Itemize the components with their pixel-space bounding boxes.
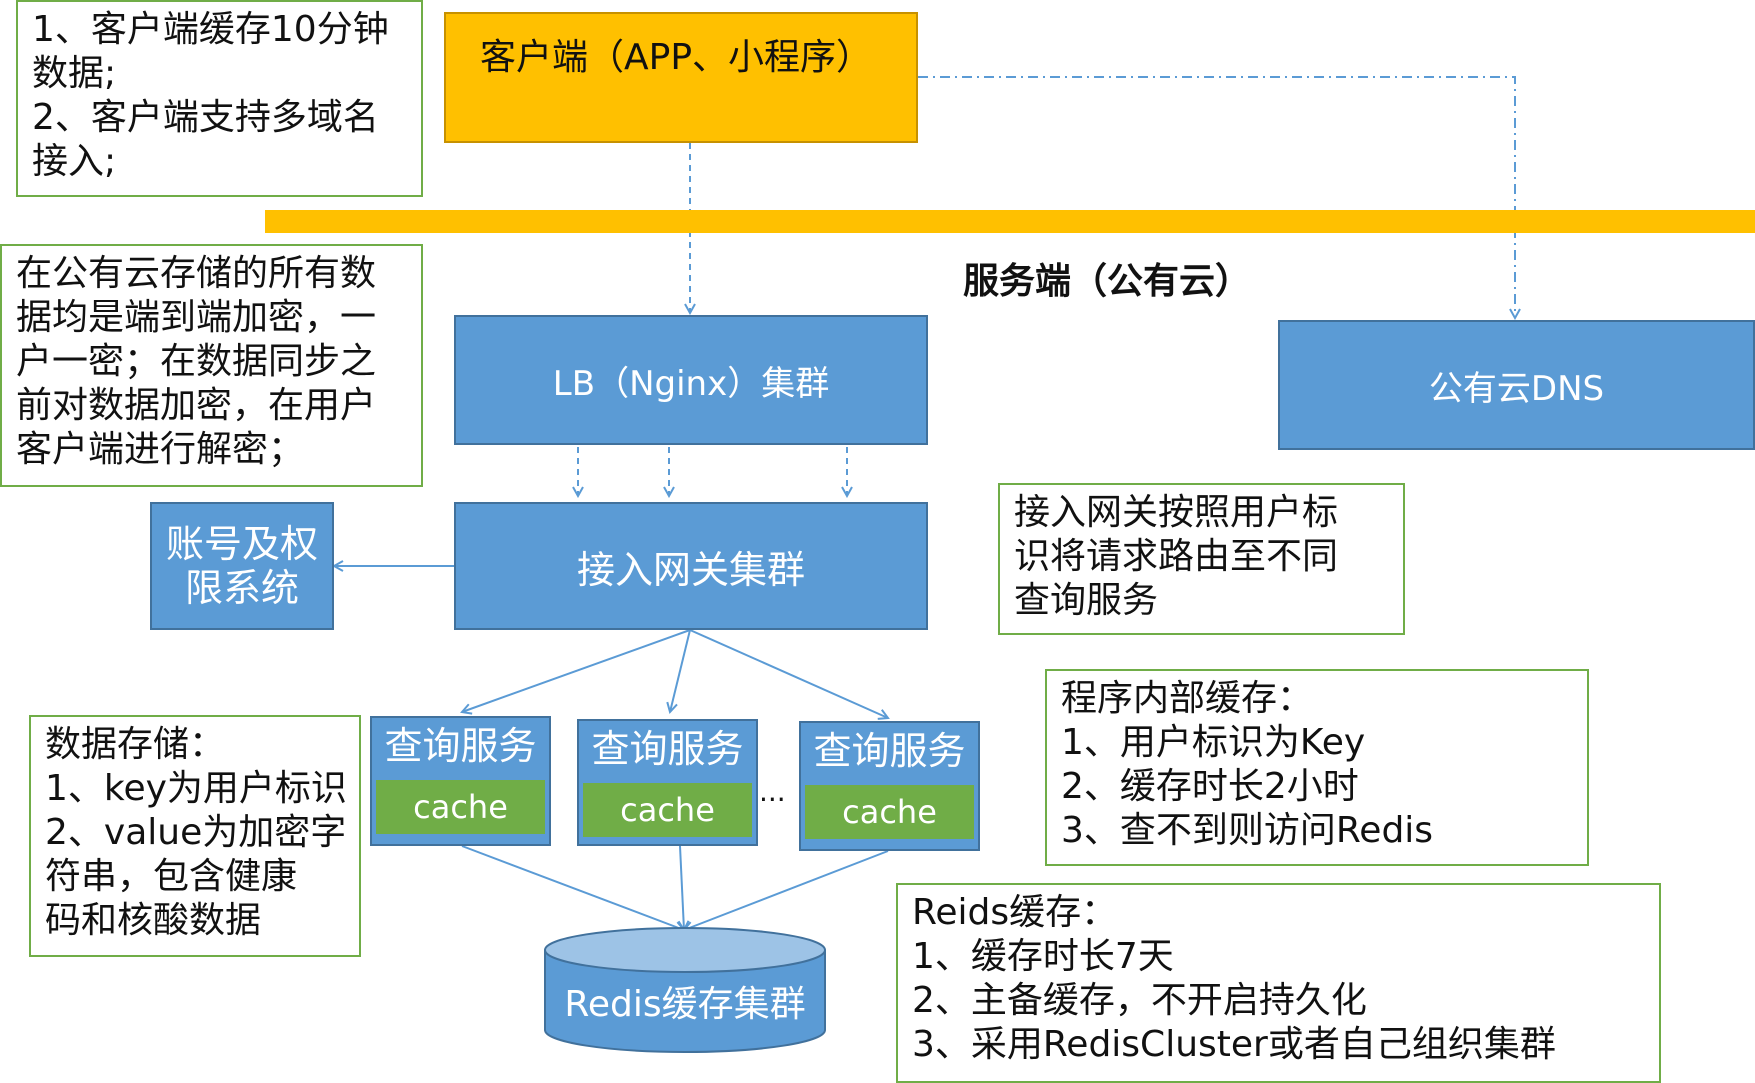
- access-gateway-cluster[interactable]: 接入网关集群: [454, 502, 928, 630]
- lb-nginx-cluster[interactable]: LB（Nginx）集群: [454, 315, 928, 445]
- query-service-label: 查询服务: [591, 727, 744, 771]
- cache-block: cache: [583, 783, 752, 837]
- query-service-label: 查询服务: [384, 724, 537, 768]
- account-permission-system[interactable]: 账号及权 限系统: [150, 502, 334, 630]
- query-1-to-redis-arrow: [461, 845, 684, 930]
- public-cloud-dns[interactable]: 公有云DNS: [1278, 320, 1755, 450]
- query-service-3[interactable]: 查询服务 cache: [799, 721, 980, 851]
- server-title: 服务端（公有云）: [963, 261, 1252, 302]
- gateway-routing-note: 接入网关按照用户标 识将请求路由至不同 查询服务: [998, 483, 1405, 635]
- query-service-1[interactable]: 查询服务 cache: [370, 716, 551, 846]
- program-cache-note: 程序内部缓存： 1、用户标识为Key 2、缓存时长2小时 3、查不到则访问Red…: [1045, 669, 1589, 866]
- client-to-dns-arrow: [918, 76, 1515, 318]
- cache-block: cache: [376, 780, 545, 834]
- client-cache-note: 1、客户端缓存10分钟 数据; 2、客户端支持多域名 接入;: [16, 0, 423, 197]
- query-service-2[interactable]: 查询服务 cache: [577, 719, 758, 846]
- server-divider-band: [265, 210, 1755, 233]
- gateway-to-query-3-arrow: [689, 629, 888, 718]
- query-2-to-redis-arrow: [680, 845, 684, 930]
- more-services-ellipsis: ...: [759, 775, 786, 808]
- query-3-to-redis-arrow: [684, 850, 889, 930]
- redis-cache-note: Reids缓存： 1、缓存时长7天 2、主备缓存，不开启持久化 3、采用Redi…: [896, 883, 1661, 1083]
- data-storage-note: 数据存储： 1、key为用户标识 2、value为加密字 符串，包含健康 码和核…: [29, 715, 361, 957]
- client-box[interactable]: 客户端（APP、小程序）: [444, 12, 918, 143]
- redis-cache-cluster-label: Redis缓存集群: [564, 984, 806, 1025]
- gateway-to-query-1-arrow: [462, 629, 691, 712]
- encryption-note: 在公有云存储的所有数 据均是端到端加密，一 户一密；在数据同步之 前对数据加密，…: [0, 244, 423, 487]
- redis-cylinder: [544, 927, 826, 1053]
- cache-block: cache: [805, 785, 974, 839]
- query-service-label: 查询服务: [813, 729, 966, 773]
- gateway-to-query-2-arrow: [670, 629, 691, 712]
